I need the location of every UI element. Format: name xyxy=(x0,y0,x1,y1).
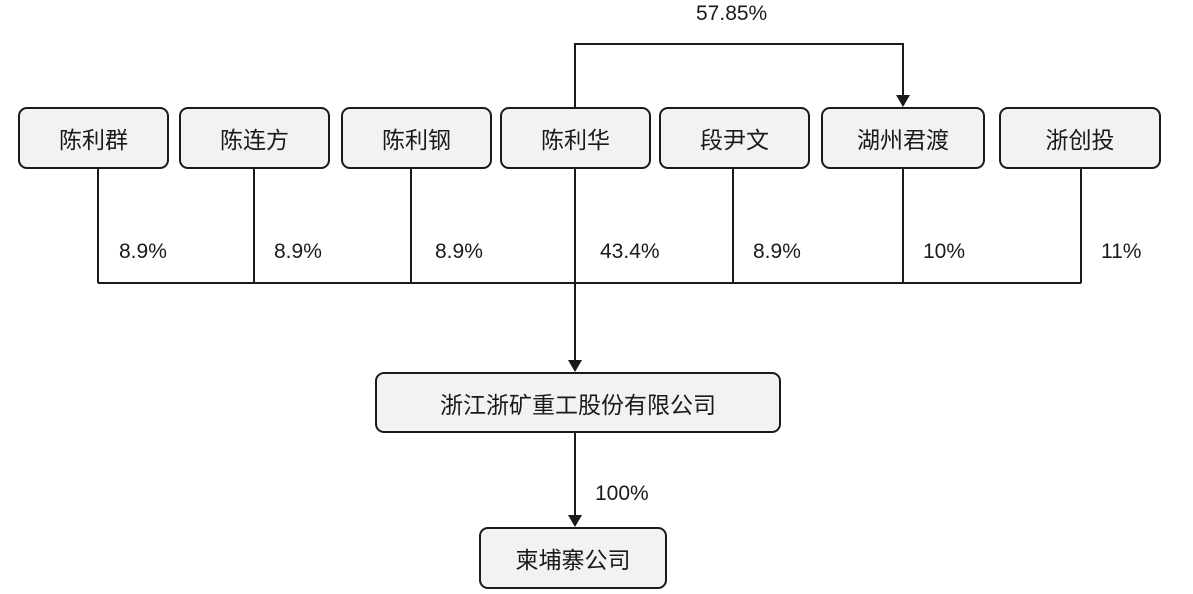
top-link-arrow xyxy=(574,43,910,107)
shareholder-box-zhechuangtou: 浙创投 xyxy=(999,107,1161,169)
share-label-chenligang: 8.9% xyxy=(435,240,483,263)
share-label-chenliqun: 8.9% xyxy=(119,240,167,263)
subsidiary-share-label: 100% xyxy=(595,482,649,505)
share-label-zhechuangtou: 11% xyxy=(1101,240,1142,263)
shareholder-box-chenliqun: 陈利群 xyxy=(18,107,169,169)
shareholder-box-chenlihua: 陈利华 xyxy=(500,107,651,169)
share-label-duanyinwen: 8.9% xyxy=(753,240,801,263)
shareholder-box-chenlianfang: 陈连方 xyxy=(179,107,330,169)
shareholder-box-chenligang: 陈利钢 xyxy=(341,107,492,169)
top-link-share-label: 57.85% xyxy=(696,2,768,25)
shareholder-box-duanyinwen: 段尹文 xyxy=(659,107,810,169)
share-label-huzhoujundu: 10% xyxy=(923,240,966,263)
subsidiary-box: 柬埔寨公司 xyxy=(479,527,667,589)
share-label-chenlianfang: 8.9% xyxy=(274,240,322,263)
company-box: 浙江浙矿重工股份有限公司 xyxy=(375,372,781,433)
share-label-chenlihua: 43.4% xyxy=(600,240,660,263)
shareholder-box-huzhoujundu: 湖州君渡 xyxy=(821,107,985,169)
